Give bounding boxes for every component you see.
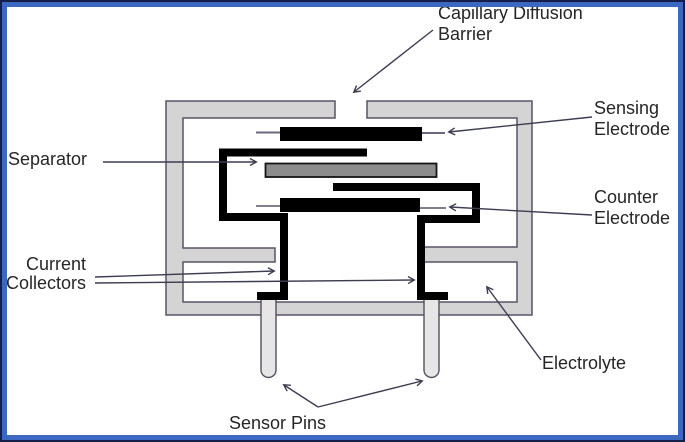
label-capillary-diffusion-barrier: Capillary Diffusion Barrier (438, 3, 583, 45)
sensor-pin-arrow-left (284, 385, 319, 408)
capillary-barrier-arrow (354, 29, 434, 92)
sensing-collector-foot (257, 292, 288, 300)
current-collector-arrow-upper (94, 271, 274, 278)
label-line: Barrier (438, 24, 493, 44)
current-collector-arrow-lower (94, 280, 414, 283)
label-sensing-electrode: Sensing Electrode (594, 98, 670, 140)
label-separator: Separator (8, 149, 88, 169)
label-counter-electrode: Counter Electrode (594, 187, 670, 229)
label-line: Electrode (594, 119, 671, 139)
label-electrolyte: Electrolyte (542, 353, 627, 373)
separator-membrane (264, 162, 438, 178)
label-line: Electrode (594, 208, 671, 228)
sensing-electrode (280, 127, 422, 141)
sensor-pin-arrow-right (317, 381, 422, 408)
counter-current-collector (333, 183, 480, 296)
label-line: Counter (594, 187, 659, 207)
counter-electrode (280, 198, 420, 212)
counter-electrode-arrow (450, 207, 593, 216)
electrolyte-arrow (487, 287, 542, 361)
label-line: Current (25, 254, 86, 274)
sensor-pin-right (423, 293, 440, 379)
label-current-collectors: Current Collectors (0, 255, 86, 293)
label-line: Collectors (5, 273, 86, 293)
label-line: Capillary Diffusion (438, 3, 583, 23)
sensing-electrode-arrow (449, 116, 593, 132)
label-line: Sensing (594, 98, 660, 118)
counter-collector-foot (417, 292, 448, 300)
sensing-current-collector (219, 148, 367, 296)
sensor-pin-left (260, 293, 277, 379)
label-sensor-pins: Sensor Pins (229, 413, 327, 433)
